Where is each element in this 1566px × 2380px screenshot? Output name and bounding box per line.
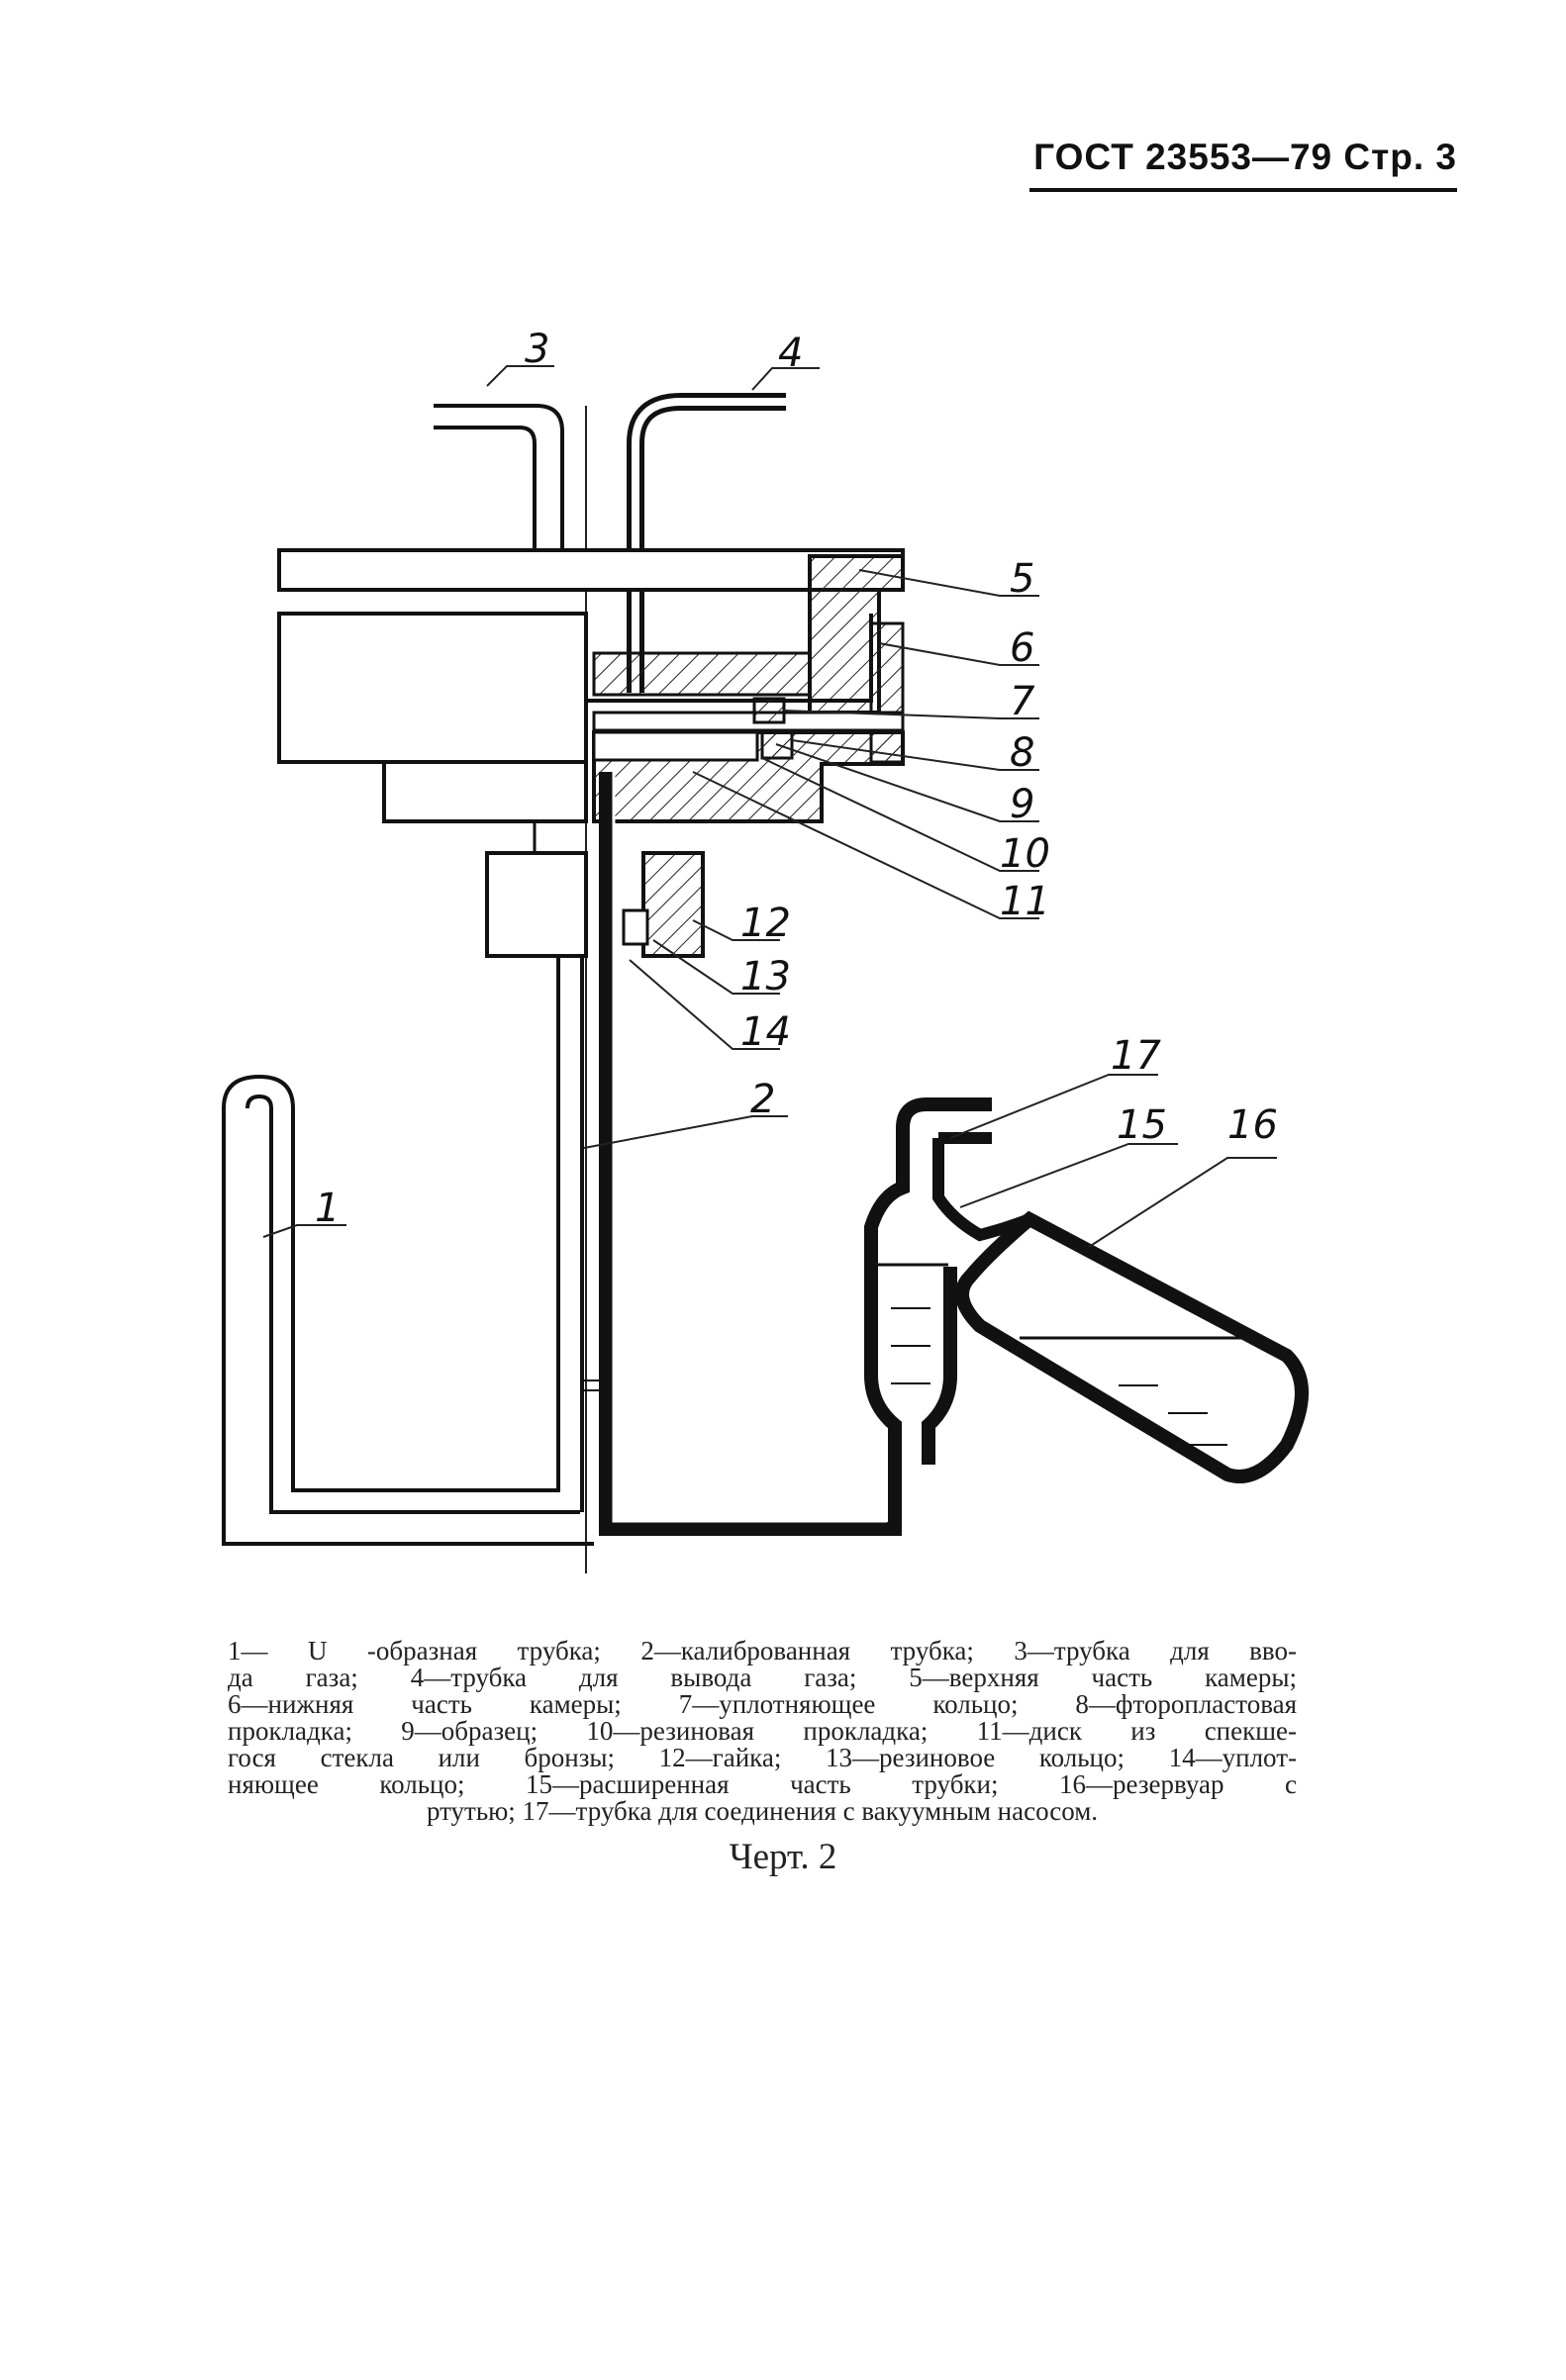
outlet-tube — [627, 393, 786, 693]
callout-5: 5 — [1010, 556, 1034, 602]
callout-15: 15 — [1117, 1102, 1167, 1148]
legend-line: 1— U -образная трубка; 2—калиброванная т… — [228, 1636, 1297, 1666]
callout-7: 7 — [1010, 679, 1035, 724]
header-rule — [1029, 188, 1457, 192]
apparatus-diagram: 3 4 5 6 7 8 9 10 11 12 13 14 2 1 17 15 1… — [222, 327, 1309, 1573]
widened-tube — [864, 1097, 992, 1465]
callout-9: 9 — [1010, 782, 1034, 827]
callout-12: 12 — [740, 901, 791, 946]
calibrated-tube — [599, 772, 902, 1536]
figure-legend: 1— U -образная трубка; 2—калиброванная т… — [228, 1638, 1297, 1825]
callout-16: 16 — [1227, 1102, 1278, 1148]
page-header: ГОСТ 23553—79 Стр. 3 — [1033, 137, 1457, 177]
legend-line: да газа; 4—трубка для вывода газа; 5—вер… — [228, 1663, 1297, 1692]
callout-2: 2 — [750, 1077, 775, 1122]
legend-line: прокладка; 9—образец; 10—резиновая прокл… — [228, 1716, 1297, 1746]
legend-line: гося стекла или бронзы; 12—гайка; 13—рез… — [228, 1743, 1297, 1772]
nut — [641, 851, 705, 958]
mercury-reservoir — [955, 1210, 1309, 1483]
figure-title: Черт. 2 — [729, 1837, 837, 1877]
callout-1: 1 — [315, 1186, 340, 1231]
callout-6: 6 — [1010, 625, 1034, 671]
chamber-lower-part — [277, 612, 588, 764]
callout-14: 14 — [740, 1009, 791, 1055]
leader-lines — [262, 365, 1277, 1248]
callout-10: 10 — [1000, 831, 1050, 877]
u-tube — [245, 1094, 580, 1514]
callout-13: 13 — [740, 954, 791, 1000]
legend-line: ртутью; 17—трубка для соединения с вакуу… — [426, 1796, 1099, 1826]
callout-17: 17 — [1111, 1033, 1161, 1079]
nut-block-left — [485, 851, 588, 958]
callout-8: 8 — [1010, 730, 1034, 776]
callout-3: 3 — [525, 327, 549, 372]
inlet-tube — [434, 404, 564, 550]
callout-11: 11 — [1000, 879, 1050, 924]
legend-line: няющее кольцо; 15—расширенная часть труб… — [228, 1769, 1297, 1799]
callout-4: 4 — [778, 331, 803, 376]
legend-line: 6—нижняя часть камеры; 7—уплотняющее кол… — [228, 1689, 1297, 1719]
